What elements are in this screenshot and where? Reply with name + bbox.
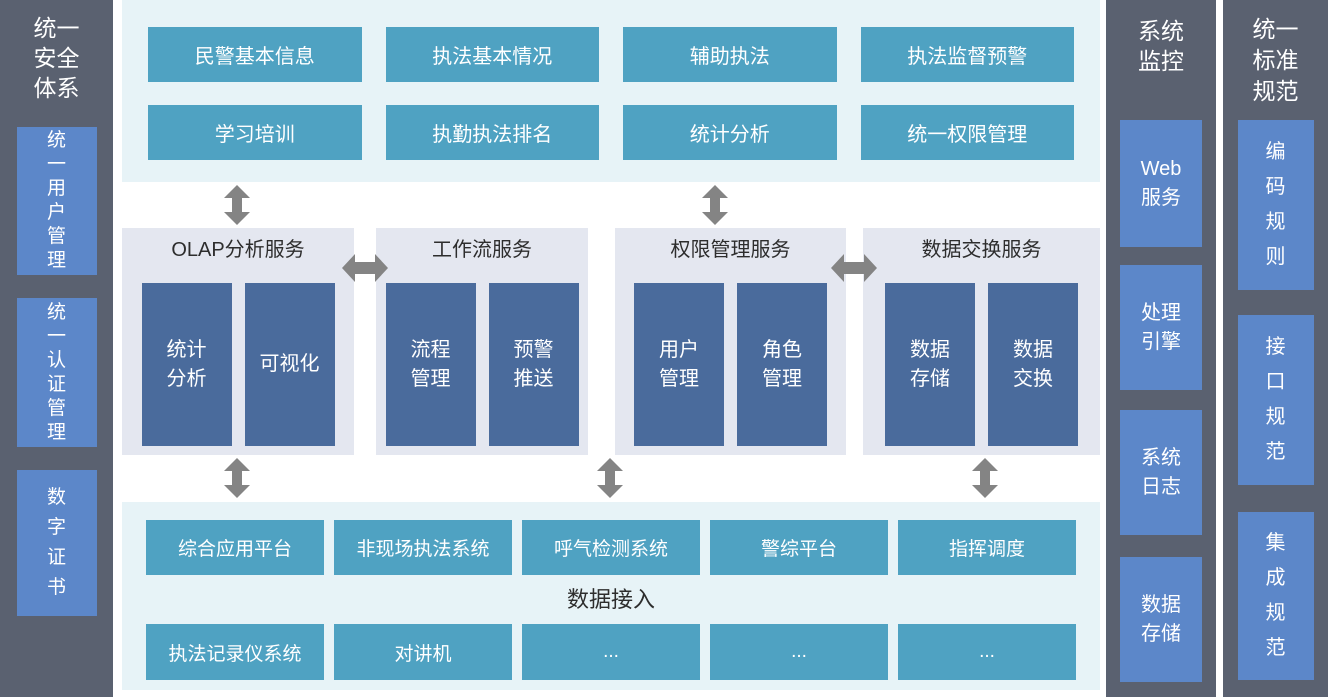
data-access-layer: 综合应用平台 非现场执法系统 呼气检测系统 警综平台 指挥调度 数据接入 执法记…: [122, 502, 1100, 690]
standard-column: 统一 标准 规范 编 码 规 则 接 口 规 范 集 成 规 范: [1223, 0, 1328, 697]
source-block-body-camera: 执法记录仪系统: [146, 624, 324, 680]
bottom-arrow-zone: [122, 455, 1100, 502]
monitor-item-system-log: 系统 日志: [1120, 410, 1202, 535]
column-divider: [1216, 0, 1223, 697]
up-down-arrow-icon: [597, 458, 623, 498]
app-block-assisted-enforcement: 辅助执法: [623, 27, 837, 82]
monitor-item-web-service: Web 服务: [1120, 120, 1202, 247]
data-access-label: 数据接入: [566, 587, 655, 612]
up-down-arrow-icon: [972, 458, 998, 498]
source-block-intercom: 对讲机: [334, 624, 512, 680]
application-layer: 民警基本信息 执法基本情况 辅助执法 执法监督预警 学习培训 执勤执法排名 统计…: [122, 0, 1100, 182]
main-content: 民警基本信息 执法基本情况 辅助执法 执法监督预警 学习培训 执勤执法排名 统计…: [113, 0, 1106, 697]
security-title: 统一 安全 体系: [33, 15, 80, 101]
service-panel-title: 数据交换服务: [921, 239, 1042, 261]
app-block-unified-permission: 统一权限管理: [860, 105, 1074, 160]
service-module-user-mgmt: 用户 管理: [634, 283, 724, 446]
service-panel-data-exchange: 数据交换服务 数据 存储 数据 交换: [863, 228, 1100, 455]
source-block-offsite-enforcement: 非现场执法系统: [334, 520, 512, 575]
monitor-item-data-storage: 数据 存储: [1120, 557, 1202, 682]
app-block-enforcement-basic: 执法基本情况: [385, 27, 599, 82]
service-panel-title: 工作流服务: [432, 239, 532, 261]
monitor-title: 系统 监控: [1138, 18, 1184, 74]
service-panel-title: OLAP分析服务: [171, 239, 305, 261]
source-block-more: ...: [522, 624, 700, 680]
system-monitor-column: 系统 监控 Web 服务 处理 引擎 系统 日志 数据 存储: [1106, 0, 1216, 697]
security-item-digital-cert: 数 字 证 书: [16, 470, 97, 616]
security-item-user-mgmt: 统 一 用 户 管 理: [16, 127, 97, 275]
app-block-learning-training: 学习培训: [148, 105, 362, 160]
app-block-police-basic-info: 民警基本信息: [148, 27, 362, 82]
data-source-row-top: 综合应用平台 非现场执法系统 呼气检测系统 警综平台 指挥调度: [146, 520, 1076, 575]
service-module-data-exchange: 数据 交换: [988, 283, 1078, 446]
left-right-arrow-icon: [831, 254, 877, 282]
left-sidebar-security: 统一 安全 体系 统 一 用 户 管 理 统 一 认 证 管 理 数 字 证 书: [0, 0, 113, 697]
up-down-arrow-icon: [224, 458, 250, 498]
top-arrow-zone: [122, 182, 1100, 228]
service-module-stat-analysis: 统计 分析: [141, 283, 232, 446]
source-block-police-platform: 警综平台: [710, 520, 888, 575]
service-layer: OLAP分析服务 统计 分析 可视化 工作流服务 流程 管理 预警 推送 权限管…: [122, 228, 1100, 455]
source-block-breath-test: 呼气检测系统: [522, 520, 700, 575]
standard-item-integration-spec: 集 成 规 范: [1237, 512, 1314, 680]
up-down-arrow-icon: [224, 185, 250, 225]
app-block-statistics-analysis: 统计分析: [623, 105, 837, 160]
monitor-item-processing-engine: 处理 引擎: [1120, 265, 1202, 390]
service-panel-workflow: 工作流服务 流程 管理 预警 推送: [376, 228, 588, 455]
service-module-warning-push: 预警 推送: [488, 283, 579, 446]
security-item-auth-mgmt: 统 一 认 证 管 理: [16, 298, 97, 447]
service-panel-olap: OLAP分析服务 统计 分析 可视化: [122, 228, 354, 455]
standard-item-coding-rules: 编 码 规 则: [1237, 120, 1314, 290]
source-block-more: ...: [710, 624, 888, 680]
data-source-row-bottom: 执法记录仪系统 对讲机 ... ... ...: [146, 624, 1076, 680]
up-down-arrow-icon: [702, 185, 728, 225]
source-block-command-dispatch: 指挥调度: [898, 520, 1076, 575]
left-right-arrow-icon: [342, 254, 388, 282]
source-block-more: ...: [898, 624, 1076, 680]
app-block-duty-ranking: 执勤执法排名: [385, 105, 599, 160]
app-block-supervision-warning: 执法监督预警: [860, 27, 1074, 82]
service-module-data-storage: 数据 存储: [885, 283, 975, 446]
service-module-visualization: 可视化: [244, 283, 335, 446]
service-module-role-mgmt: 角色 管理: [737, 283, 827, 446]
service-panel-permission: 权限管理服务 用户 管理 角色 管理: [615, 228, 846, 455]
source-block-integrated-platform: 综合应用平台: [146, 520, 324, 575]
standard-item-interface-spec: 接 口 规 范: [1237, 315, 1314, 485]
service-panel-title: 权限管理服务: [670, 239, 791, 261]
standard-title: 统一 标准 规范: [1252, 16, 1299, 104]
service-module-process-mgmt: 流程 管理: [385, 283, 476, 446]
